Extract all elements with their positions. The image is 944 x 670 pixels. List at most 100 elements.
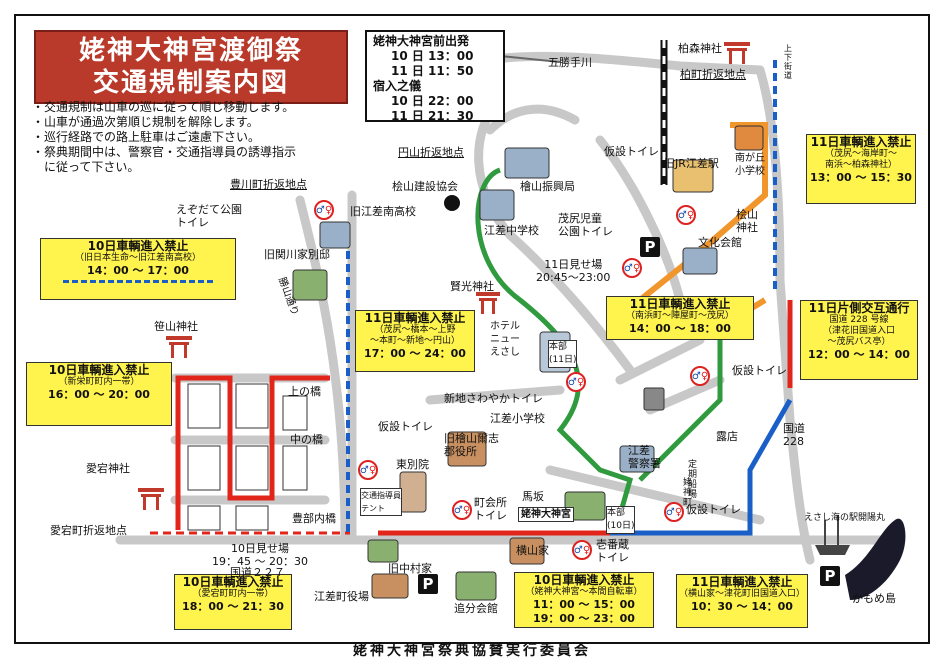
restriction-box: 11日車輌進入禁止 （茂尻～海岸町～ 南浜～柏森神社） 13：00 ～ 15：3…: [806, 134, 916, 204]
schedule-box: 姥神大神宮前出発 10 日 13：00 11 日 11：50 宿入之儀 10 日…: [365, 30, 505, 123]
male-icon: ♂: [691, 370, 701, 382]
restriction-box: 10日車輌進入禁止 （愛宕町町内一帯） 18：00 ～ 21：30: [174, 574, 292, 630]
place-label: 旧江差南高校: [350, 205, 416, 218]
viewpoint-label: 10日見せ場 19：45 ～ 20：30: [212, 542, 308, 568]
restriction-time: 17：00 ～ 24：00: [364, 347, 466, 360]
restriction-area: （横山家～津花町旧国道入口）: [678, 589, 805, 599]
restriction-title: 10日車輌進入禁止: [87, 239, 189, 253]
organizer-footer: 姥神大神宮祭典協賛実行委員会: [353, 643, 591, 659]
restriction-box: 10日車輌進入禁止 （姥神大神宮～本間自転車） 11：00 ～ 15：00 19…: [514, 572, 654, 628]
turnaround-label: 豊川町折返地点: [230, 178, 307, 191]
restriction-box: 11日車輌進入禁止 （茂尻～橋本～上野 ～本町～新地～円山） 17：00 ～ 2…: [355, 310, 475, 372]
green-route: [475, 167, 723, 516]
turnaround-label: 愛宕町折返地点: [50, 524, 127, 537]
map-frame: [14, 14, 930, 644]
place-label: 江差町役場: [314, 590, 369, 603]
coast: [815, 515, 906, 600]
parking-icon: P: [418, 574, 438, 594]
restriction-area: （新栄町町内一帯）: [58, 377, 140, 387]
place-label: 笹山神社: [154, 320, 198, 333]
restriction-time: 16：00 ～ 20：00: [48, 388, 150, 401]
place-label: 江差 警察署: [628, 444, 661, 470]
restriction-box: 11日車輌進入禁止 （横山家～津花町旧国道入口） 10：30 ～ 14：00: [676, 574, 808, 628]
toilet-icon: ♂♀: [566, 372, 586, 392]
place-label: 賢光神社: [450, 280, 494, 293]
note-item: ・山車が通過次第順じ規制を解除します。: [32, 115, 259, 129]
male-icon: ♂: [453, 504, 463, 516]
restriction-time: 10：30 ～ 14：00: [691, 600, 793, 613]
place-label: 江差小学校: [490, 412, 545, 425]
road-label: 上 下 街 道: [784, 44, 792, 80]
male-icon: ♂: [665, 506, 675, 518]
shrine-label: 姥神大神宮: [518, 507, 574, 522]
hq-label: 本部 (11日): [548, 340, 578, 368]
place-label: 文化会館: [698, 236, 742, 249]
schedule-time: 11 日 11：50: [391, 64, 474, 78]
male-icon: ♂: [623, 262, 633, 274]
female-icon: ♀: [324, 204, 333, 216]
restriction-area: （愛宕町町内一帯）: [192, 589, 274, 599]
schedule-heading: 姥神大神宮前出発: [373, 34, 470, 48]
place-label: 旧中村家: [388, 562, 432, 575]
torii-gates: [138, 42, 750, 510]
place-label: 旧JR江差駅: [664, 157, 719, 170]
place-label: 南が丘 小学校: [735, 153, 765, 177]
restriction-title: 11日車輌進入禁止: [629, 297, 731, 311]
female-icon: ♀: [632, 262, 641, 274]
note-item: に従って下さい。: [32, 160, 140, 174]
place-label: 追分会館: [454, 602, 498, 615]
female-icon: ♀: [582, 544, 591, 556]
road-label: 国道 228: [783, 422, 805, 448]
toilet-icon: ♂♀: [358, 460, 378, 480]
restriction-title: 11日車輌進入禁止: [810, 135, 912, 149]
notes-list: ・交通規制は山車の巡に従って順じ移動します。 ・山車が通過次第順じ規制を解除しま…: [32, 100, 342, 175]
restriction-time: 13：00 ～ 15：30: [810, 171, 912, 184]
place-label: 愛宕神社: [86, 462, 130, 475]
restriction-area: （南浜町～陣屋町～茂尻）: [625, 311, 734, 321]
female-icon: ♀: [700, 370, 709, 382]
road-label: 国道２２７: [230, 566, 285, 579]
place-label: 横山家: [516, 544, 549, 557]
place-label: 町会所 トイレ: [474, 496, 507, 522]
note-item: ・巡行経路での路上駐車はご遠慮下さい。: [32, 130, 261, 144]
blue-route: [610, 398, 793, 536]
male-icon: ♂: [567, 376, 577, 388]
restriction-area: （旧日本生命～旧江差南高校）: [74, 253, 201, 263]
title-line1: 姥神大神宮渡御祭: [78, 36, 303, 66]
hq-label: 本部 (10日): [606, 506, 636, 534]
parking-icon: P: [820, 566, 840, 586]
place-label: 東別院: [396, 458, 429, 471]
place-label: ホテル ニュー えさし: [490, 321, 520, 358]
place-label: 茂尻児童 公園トイレ: [558, 212, 613, 238]
turnaround-label: 円山折返地点: [398, 146, 464, 159]
toilet-icon: ♂♀: [690, 366, 710, 386]
parking-icon: P: [640, 237, 660, 257]
place-label: 旧関川家別邸: [264, 248, 330, 261]
city-blocks: [187, 383, 308, 531]
place-label: かもめ島: [852, 592, 896, 605]
restriction-time: 14：00 ～ 18：00: [629, 322, 731, 335]
restriction-area: （茂尻～海岸町～ 南浜～柏森神社）: [824, 149, 897, 170]
place-label: 新地さわやかトイレ: [444, 392, 543, 405]
bridge-label: 上の橋: [288, 385, 321, 398]
place-label: 壱番蔵 トイレ: [596, 538, 629, 564]
turnaround-label: 柏町折返地点: [680, 68, 746, 81]
restriction-title: 11日片側交互通行: [808, 301, 910, 315]
male-icon: ♂: [677, 209, 687, 221]
restriction-area: （茂尻～橋本～上野 ～本町～新地～円山）: [369, 325, 460, 346]
legend-blue-dashed: [63, 280, 213, 283]
road-label: 定 期 船 場: [688, 460, 698, 500]
toilet-icon: ♂♀: [676, 205, 696, 225]
restriction-box: 10日車輌進入禁止 （新栄町町内一帯） 16：00 ～ 20：00: [26, 362, 172, 426]
female-icon: ♀: [462, 504, 471, 516]
place-label: 桧山建設協会: [392, 180, 458, 193]
restriction-area: 国道 228 号線 （津花旧国道入口 ～茂尻バス亭）: [822, 315, 895, 347]
restriction-box: 11日片側交互通行 国道 228 号線 （津花旧国道入口 ～茂尻バス亭） 12：…: [800, 300, 918, 380]
restriction-time: 14：00 ～ 17：00: [87, 264, 189, 277]
female-icon: ♀: [686, 209, 695, 221]
place-label: 仮設トイレ: [378, 420, 433, 433]
male-icon: ♂: [315, 204, 325, 216]
viewpoint-label: 11日見せ場 20:45～23:00: [536, 258, 611, 284]
toilet-icon: ♂♀: [664, 502, 684, 522]
title-box: 姥神大神宮渡御祭 交通規制案内図: [34, 30, 348, 104]
